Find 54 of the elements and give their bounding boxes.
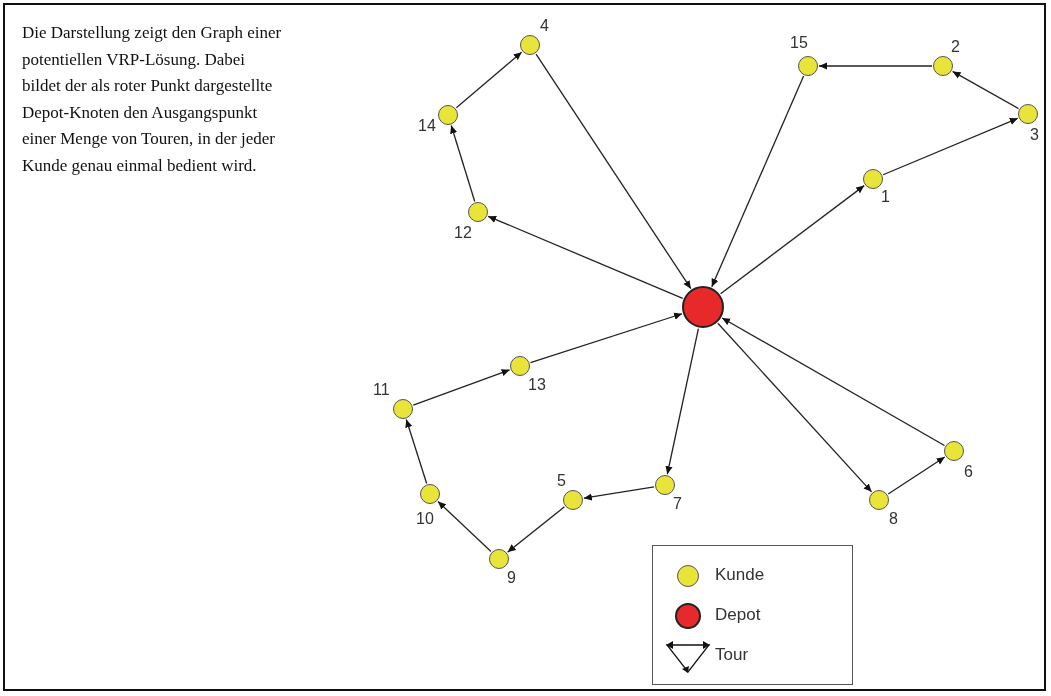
node-number: 9 — [507, 569, 516, 587]
arrow — [455, 51, 523, 109]
customer-circle — [468, 202, 488, 222]
node-number: 14 — [418, 117, 436, 135]
node-number: 4 — [540, 17, 549, 35]
arrow — [665, 327, 700, 475]
arrow — [711, 75, 805, 288]
node-number: 3 — [1030, 126, 1039, 144]
arrow — [506, 506, 566, 553]
arrow — [721, 317, 946, 447]
arrow — [450, 124, 476, 203]
customer-circle — [869, 490, 889, 510]
arrow — [535, 53, 692, 290]
arrow — [487, 215, 684, 300]
arrow — [583, 486, 655, 501]
customer-circle — [655, 475, 675, 495]
arrow — [717, 322, 873, 493]
node-number: 5 — [557, 472, 566, 490]
customer-circle — [520, 35, 540, 55]
node-number: 10 — [416, 510, 434, 528]
node-number: 6 — [964, 463, 973, 481]
customer-circle — [863, 169, 883, 189]
arrow — [951, 70, 1020, 110]
customer-circle — [393, 399, 413, 419]
customer-circle — [438, 105, 458, 125]
customer-circle — [1018, 104, 1038, 124]
customer-circle — [798, 56, 818, 76]
arrow — [405, 418, 428, 485]
node-number: 7 — [673, 495, 682, 513]
node-number: 2 — [951, 38, 960, 56]
arrow — [529, 312, 683, 364]
description-text: Die Darstellung zeigt den Graph einer potentiellen VRP-Lösung. Dabei bildet der als roter Punkt dargestellte Depot-Knoten den Ausgangspunkt einer Menge von Touren, in der jeder Kunde genau einmal bedient wird. — [22, 22, 282, 177]
node-number: 1 — [881, 188, 890, 206]
arrow — [719, 184, 865, 295]
customer-circle — [563, 490, 583, 510]
customer-circle — [933, 56, 953, 76]
node-number: 12 — [454, 224, 472, 242]
legend-label: Depot — [715, 605, 761, 625]
node-number: 11 — [373, 381, 390, 399]
customer-circle — [420, 484, 440, 504]
arrow — [818, 62, 933, 70]
node-number: 15 — [790, 34, 808, 52]
customer-circle — [944, 441, 964, 461]
arrow — [882, 117, 1019, 176]
node-number: 8 — [889, 510, 898, 528]
arrow — [887, 456, 946, 495]
customer-circle — [489, 549, 509, 569]
arrow — [437, 500, 492, 553]
legend-label: Tour — [715, 645, 749, 665]
node-number: 13 — [528, 376, 546, 394]
customer-circle — [510, 356, 530, 376]
arrow — [412, 369, 511, 406]
depot-circle — [682, 286, 724, 328]
legend-label: Kunde — [715, 565, 765, 585]
